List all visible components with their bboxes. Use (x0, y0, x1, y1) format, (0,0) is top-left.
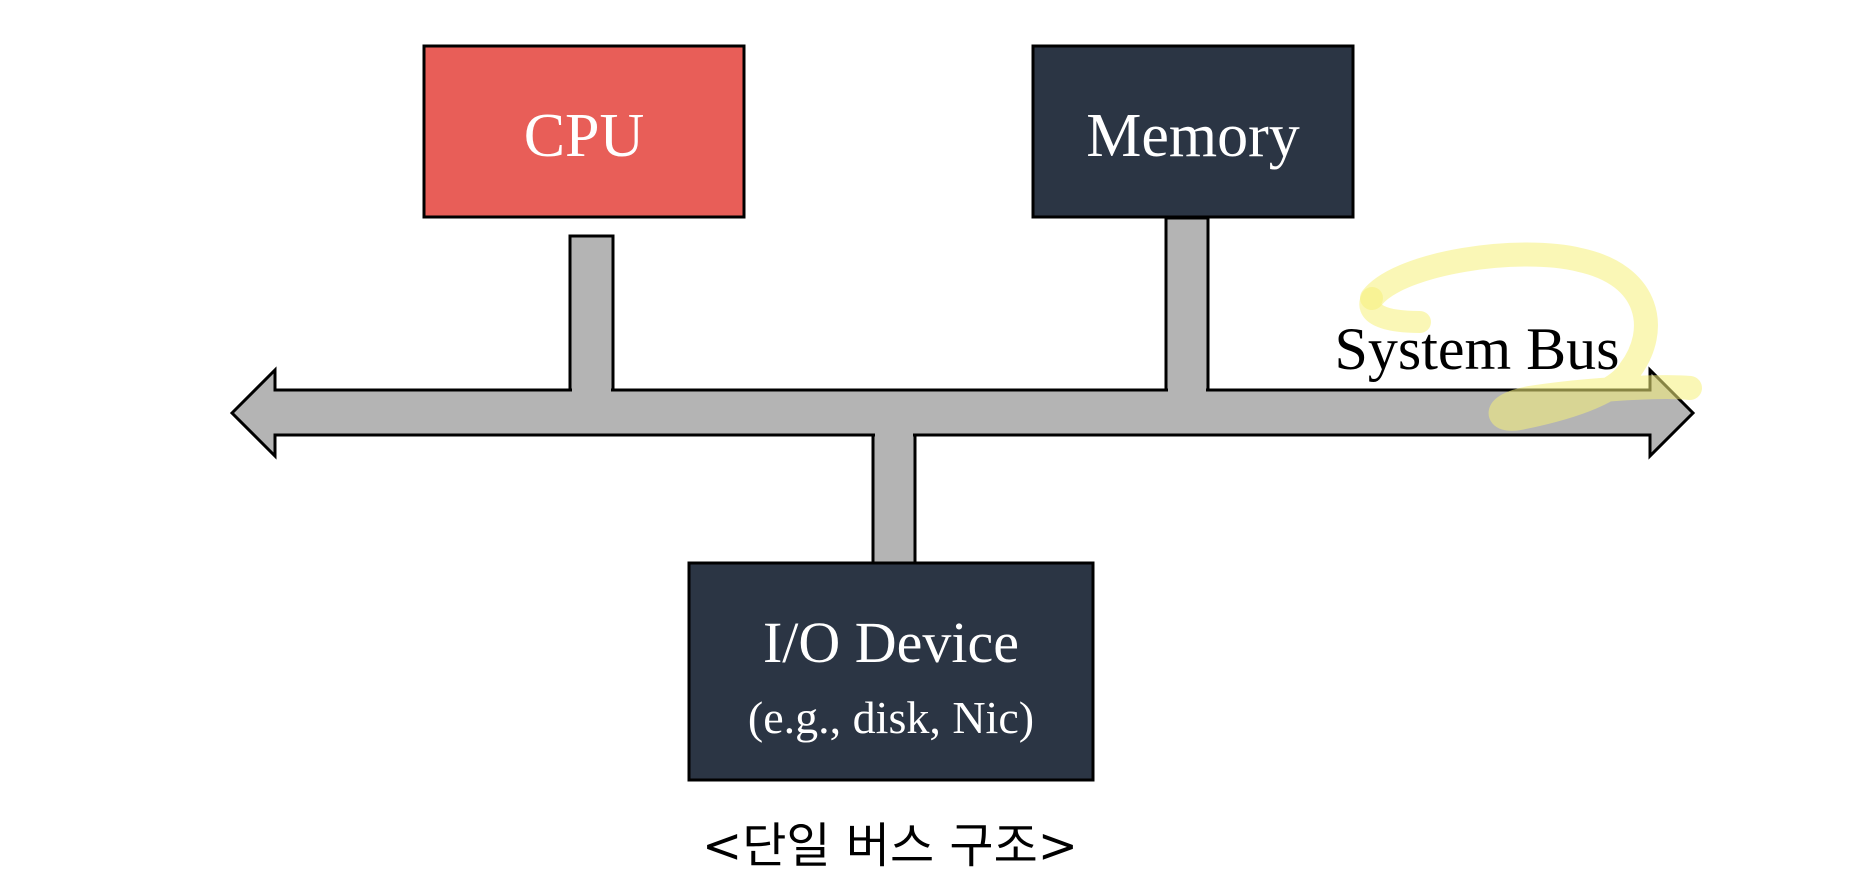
memory-bus-connector (1164, 216, 1210, 392)
system-bus-arrow (229, 366, 1696, 460)
io-device-label: I/O Device (763, 610, 1019, 675)
io-device-box (687, 561, 1095, 782)
cpu-box (422, 44, 746, 219)
memory-box (1031, 44, 1355, 219)
diagram-caption: <단일 버스 구조> (702, 818, 1078, 874)
memory-label: Memory (1086, 102, 1300, 170)
highlighter-scribble-mark (1360, 242, 1702, 431)
io-device-examples: (e.g., disk, Nic) (748, 692, 1034, 743)
cpu-bus-connector (568, 234, 615, 392)
cpu-label: CPU (524, 102, 645, 170)
io-bus-connector (871, 433, 917, 565)
